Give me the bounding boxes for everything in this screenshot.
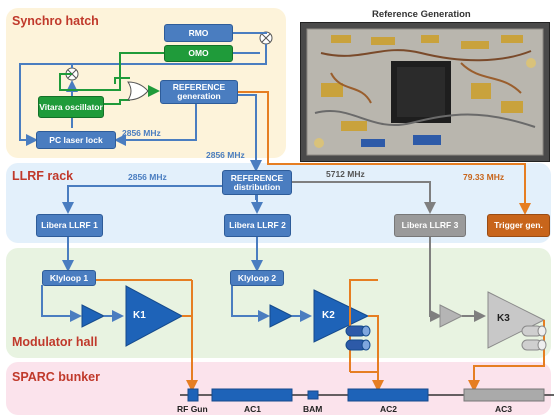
llrf-rack-title: LLRF rack [12,169,74,183]
reference-distribution-box: REFERENCE distribution [222,170,292,195]
reference-generation-photo [300,22,550,162]
reference-generation-box: REFERENCE generation [160,80,238,104]
klyloop-2-box: Klyloop 2 [230,270,284,286]
ac1-label: AC1 [244,404,262,414]
modulator-hall-region [6,248,551,358]
freq-label-2856-center: 2856 MHz [206,150,245,160]
ac3-label: AC3 [495,404,513,414]
klystron-k1-label: K1 [133,310,146,321]
modulator-hall-title: Modulator hall [12,335,98,349]
freq-label-2856-synchro: 2856 MHz [122,128,161,138]
sparc-bunker-title: SPARC bunker [12,370,100,384]
trigger-gen-box: Trigger gen. [487,214,550,237]
omo-box: OMO [164,45,233,62]
synchro-hatch-title: Synchro hatch [12,14,99,28]
klyloop-1-box: Klyloop 1 [42,270,96,286]
ac2-label: AC2 [380,404,398,414]
freq-label-2856-llrf: 2856 MHz [128,172,167,182]
freq-label-7933: 79.33 MHz [463,172,505,182]
photo-title: Reference Generation [372,9,471,20]
libera-llrf-3-box: Libera LLRF 3 [394,214,466,237]
freq-label-5712: 5712 MHz [326,169,365,179]
rmo-box: RMO [164,24,233,42]
vitara-oscillator-box: Vitara oscillator [38,96,104,118]
bam-label: BAM [303,404,323,414]
pc-laser-lock-box: PC laser lock [36,131,116,149]
klystron-k2-label: K2 [322,310,335,321]
libera-llrf-1-box: Libera LLRF 1 [36,214,103,237]
klystron-k3-label: K3 [497,313,510,324]
libera-llrf-2-box: Libera LLRF 2 [224,214,291,237]
rf-gun-label: RF Gun [177,404,208,414]
